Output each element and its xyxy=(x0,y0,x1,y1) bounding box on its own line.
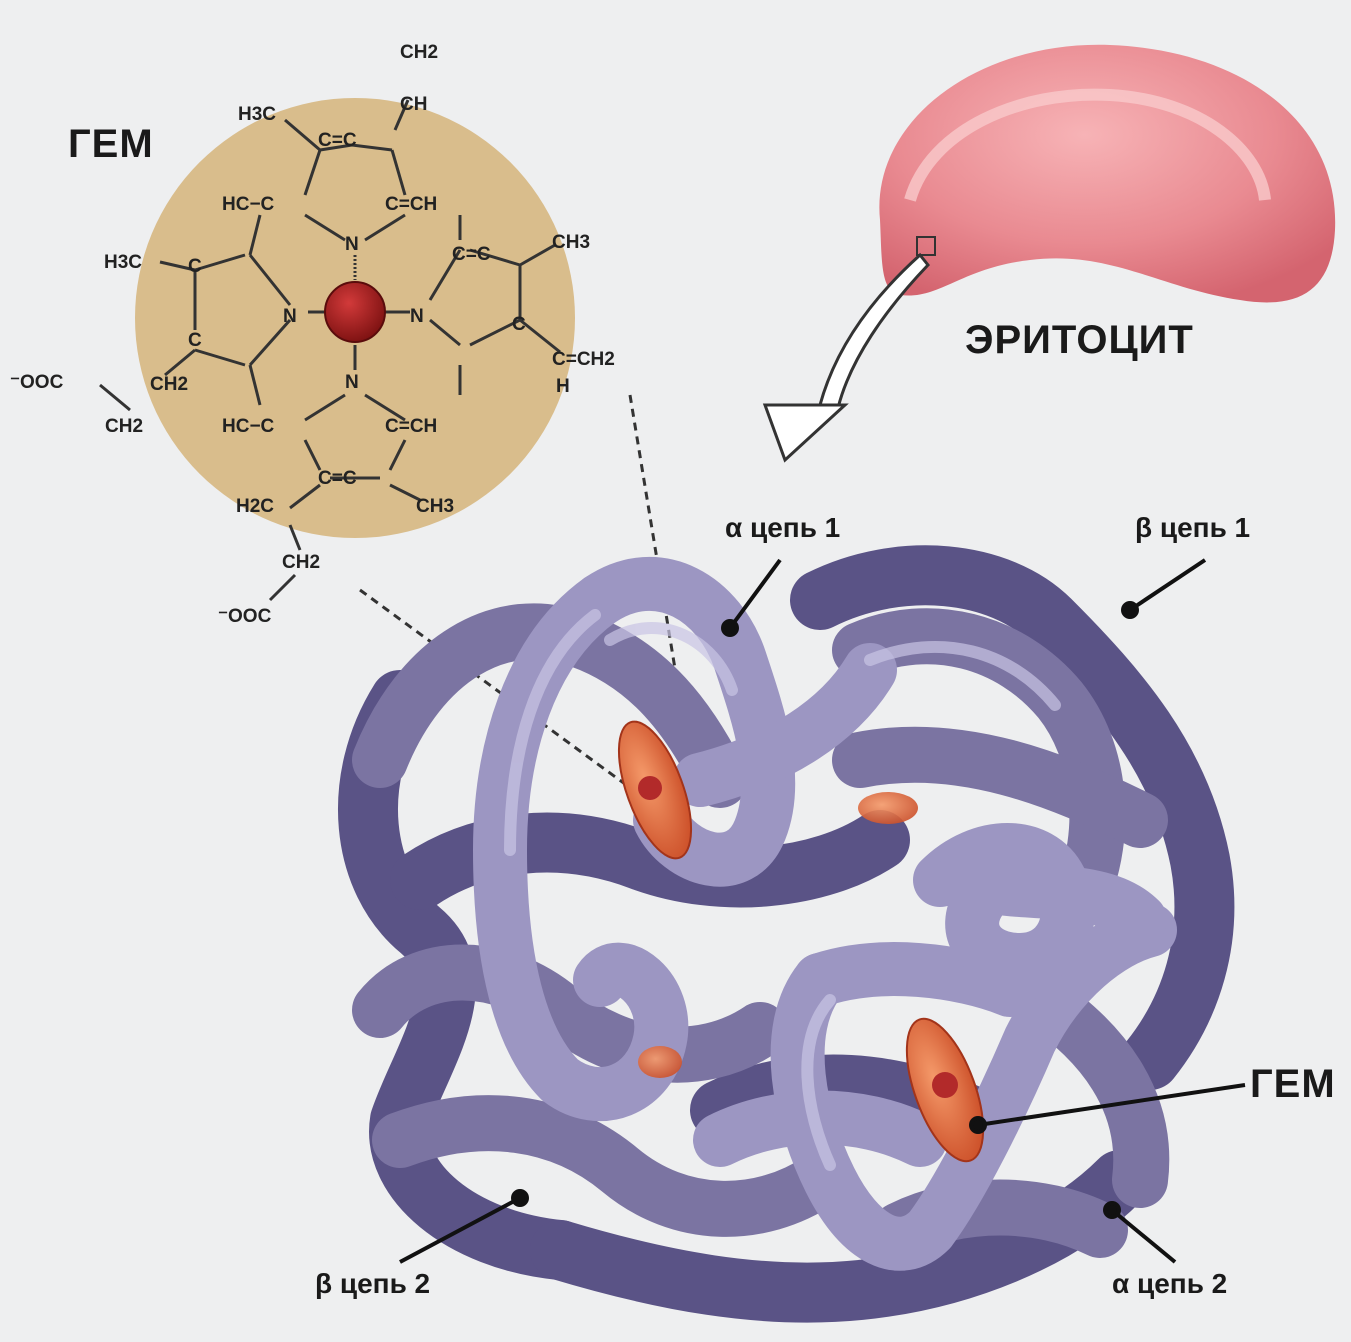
chem-ch-top: CH xyxy=(400,94,427,115)
beta2-label: β цепь 2 xyxy=(315,1268,430,1300)
chem-ch3-bottom: CH3 xyxy=(416,496,454,517)
chem-ch2-left-a: CH2 xyxy=(150,374,188,395)
chem-n-top: N xyxy=(345,234,359,255)
chem-h2c-bottom: H2C xyxy=(236,496,274,517)
iron-atom xyxy=(325,282,385,342)
chem-ch3-right: CH3 xyxy=(552,232,590,253)
chem-coo-left: ⁻OOC xyxy=(10,372,64,393)
chem-c-eq-ch2: C=CH2 xyxy=(552,349,615,370)
beta1-label: β цепь 1 xyxy=(1135,512,1250,544)
chem-ch2-top: CH2 xyxy=(400,42,438,63)
alpha2-label: α цепь 2 xyxy=(1112,1268,1227,1300)
heme-title: ГЕМ xyxy=(68,122,154,167)
chem-c-ch3-right: C=C xyxy=(452,244,491,265)
erythrocyte-label: ЭРИТОЦИТ xyxy=(965,318,1194,363)
chem-h3c-top: H3C xyxy=(238,104,276,125)
zoom-arrow xyxy=(765,255,928,460)
chem-c-ch-bottom: C=CH xyxy=(385,416,437,437)
hemoglobin-protein xyxy=(368,575,1204,1292)
leader-beta1 xyxy=(1130,560,1205,610)
heme-group-beta1 xyxy=(858,792,918,824)
chem-cc-top: C=C xyxy=(318,130,357,151)
chem-n-left: N xyxy=(283,306,297,327)
chem-c-left2: C xyxy=(188,330,202,351)
chem-n-right: N xyxy=(410,306,424,327)
chem-h3c-left: H3C xyxy=(104,252,142,273)
chem-n-bottom: N xyxy=(345,372,359,393)
chem-ch2-left-b: CH2 xyxy=(105,416,143,437)
chem-h-right: H xyxy=(556,376,570,397)
chem-c-right-mid: C xyxy=(512,314,526,335)
leader-alpha1 xyxy=(730,560,780,628)
chem-c-left: C xyxy=(188,256,202,277)
heme-pointer-label: ГЕМ xyxy=(1250,1062,1336,1107)
chem-hc-left1: HC−C xyxy=(222,194,275,215)
alpha1-label: α цепь 1 xyxy=(725,512,840,544)
chem-ch2-bottom: CH2 xyxy=(282,552,320,573)
chem-coo-bottom: ⁻OOC xyxy=(218,606,272,627)
chem-cc-bottom: C=C xyxy=(318,468,357,489)
heme-group-beta2 xyxy=(638,1046,682,1078)
chem-c-ch-right1: C=CH xyxy=(385,194,437,215)
erythrocyte-cell xyxy=(879,45,1335,303)
chem-hc-bottom: HC−C xyxy=(222,416,275,437)
